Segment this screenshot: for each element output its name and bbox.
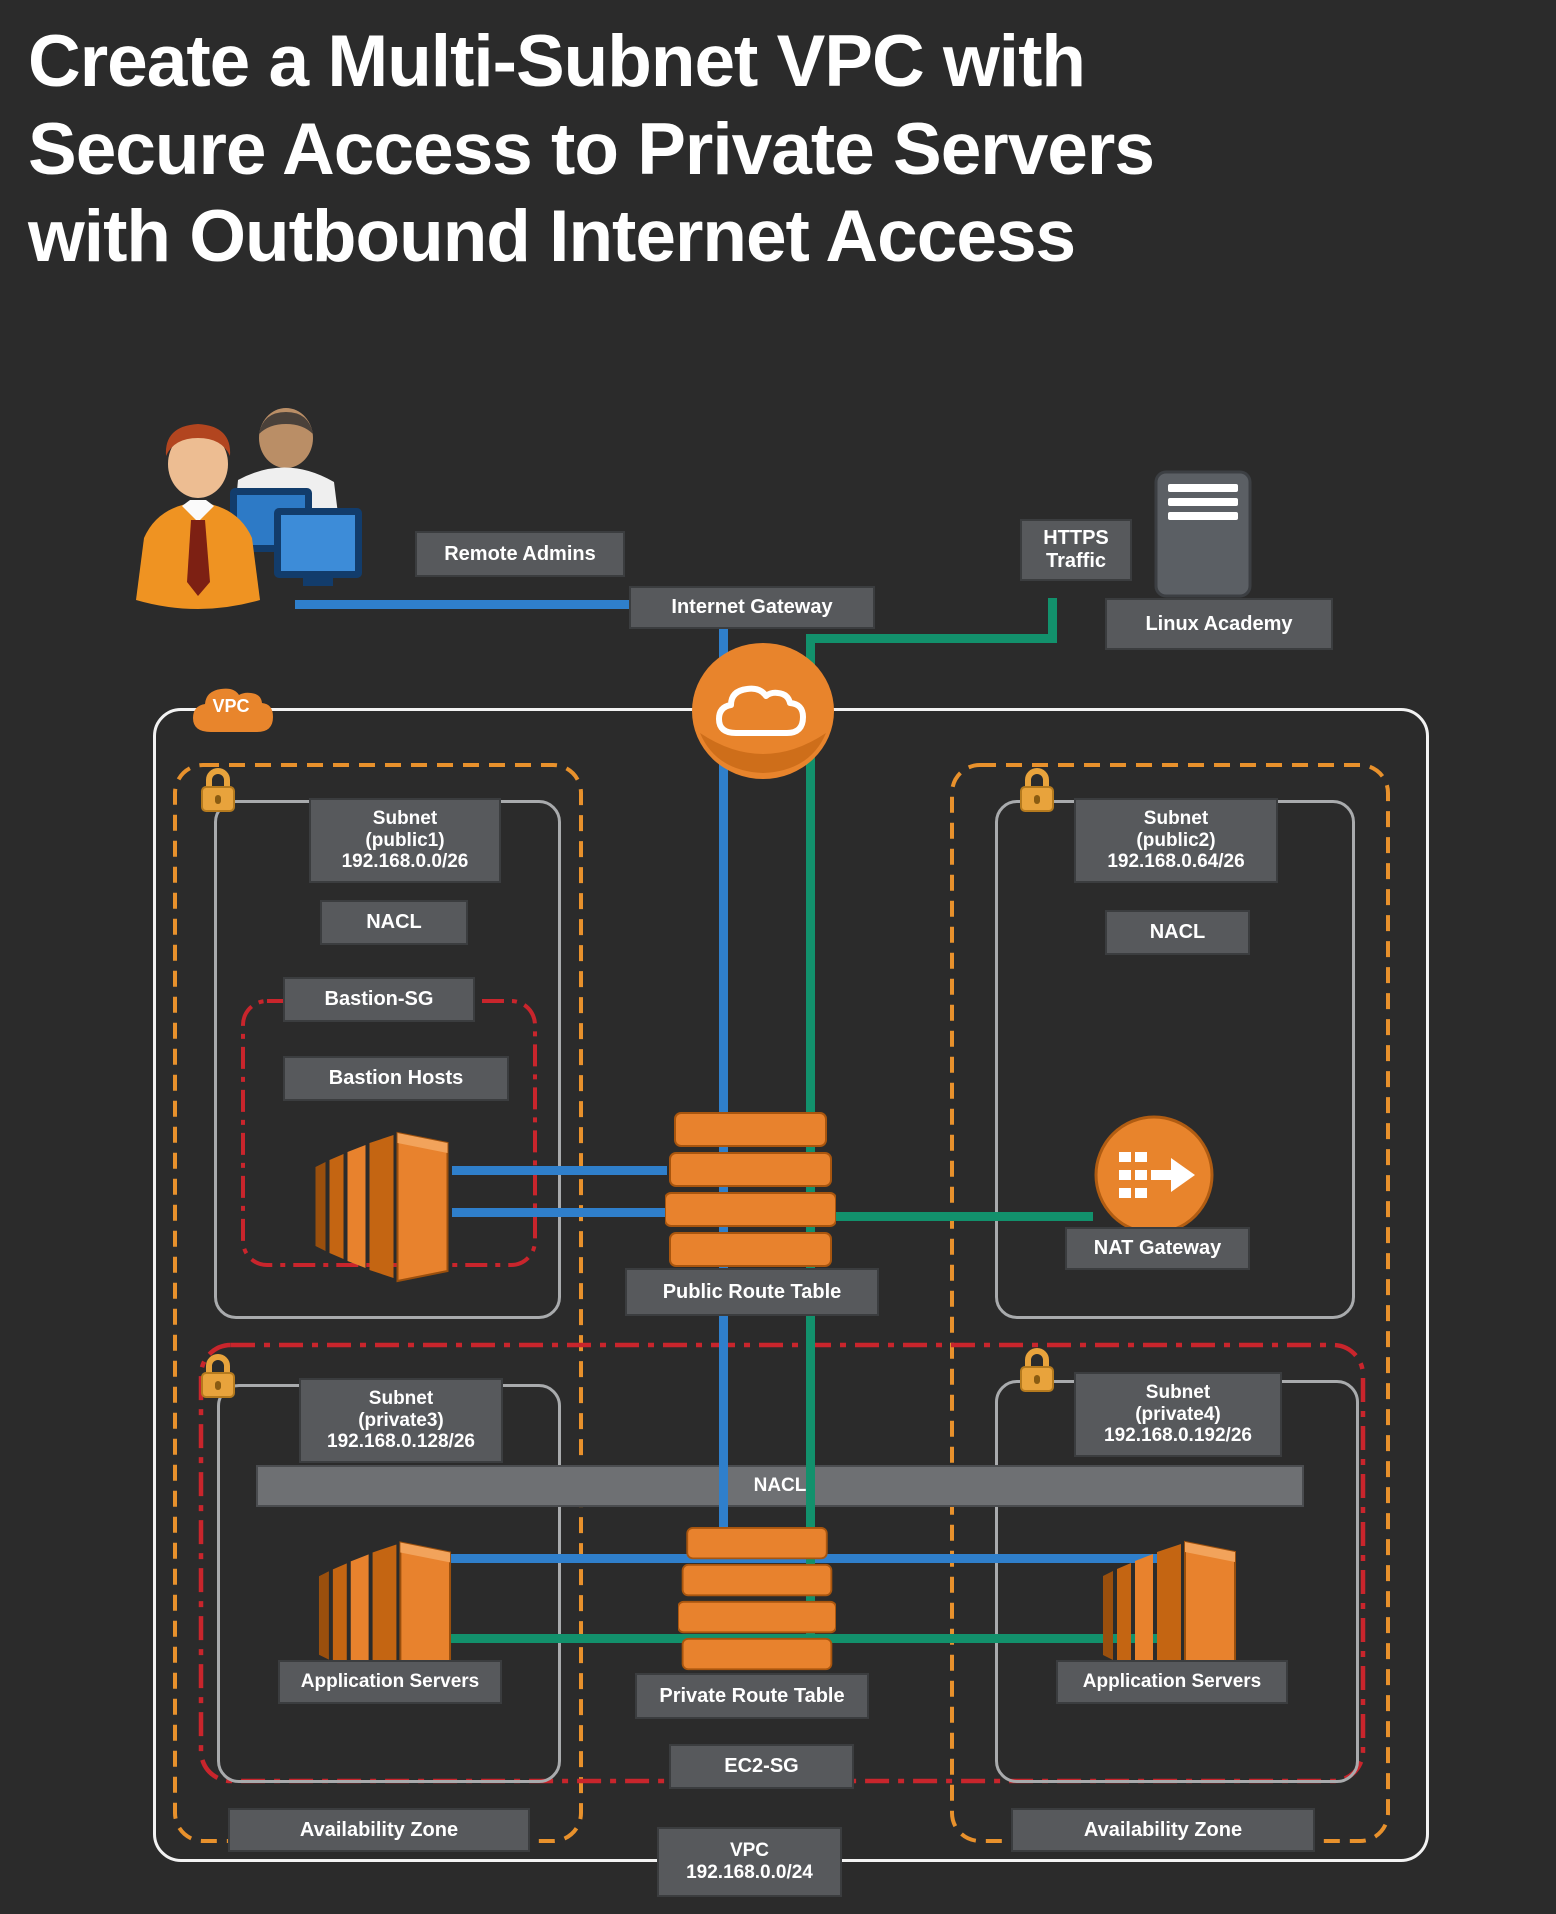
https-traffic-label: HTTPS Traffic: [1020, 519, 1132, 581]
availability-zone-left-text: Availability Zone: [299, 1818, 459, 1841]
title-line-2: Secure Access to Private Servers: [28, 108, 1155, 190]
bastion-traffic-line-upper: [452, 1166, 667, 1175]
subnet-public2-line1: Subnet: [1143, 807, 1209, 829]
bastion-hosts-label: Bastion Hosts: [283, 1056, 509, 1101]
lock-icon-public1: [199, 766, 237, 814]
linux-academy-label: Linux Academy: [1105, 598, 1333, 650]
subnet-public1-line2: (public1): [365, 829, 445, 851]
vpc-badge-cloud-icon: [193, 688, 273, 732]
subnet-private4-line1: Subnet: [1145, 1381, 1211, 1403]
internet-gateway-label: Internet Gateway: [629, 586, 875, 629]
private-route-table-icon: [678, 1520, 836, 1679]
subnet-private3-label: Subnet (private3) 192.168.0.128/26: [299, 1378, 503, 1463]
nat-gateway-label: NAT Gateway: [1065, 1227, 1250, 1270]
public-route-table-text: Public Route Table: [662, 1280, 842, 1303]
public-route-table-icon: [665, 1111, 836, 1270]
title-line-1: Create a Multi-Subnet VPC with: [28, 21, 1086, 102]
admin-traffic-line-vertical: [719, 604, 728, 1560]
page-title: Create a Multi-Subnet VPC with Secure Ac…: [28, 18, 1528, 281]
nacl-public1-label: NACL: [320, 900, 468, 945]
subnet-private3-line2: (private3): [358, 1409, 444, 1431]
nacl-public2-text: NACL: [1149, 921, 1206, 943]
ec2-sg-label: EC2-SG: [669, 1744, 854, 1789]
nat-gateway-traffic-line: [836, 1212, 1093, 1221]
availability-zone-right-text: Availability Zone: [1083, 1818, 1243, 1841]
private-nacl-label: NACL: [753, 1475, 807, 1496]
availability-zone-left-label: Availability Zone: [228, 1808, 530, 1852]
title-line-3: with Outbound Internet Access: [28, 196, 1076, 278]
application-servers-left-label: Application Servers: [278, 1660, 502, 1704]
bastion-traffic-line-lower: [452, 1208, 667, 1217]
private-nacl-bar: NACL: [256, 1465, 1304, 1507]
nacl-public2-label: NACL: [1105, 910, 1250, 955]
private-route-table-label: Private Route Table: [635, 1673, 869, 1719]
subnet-public1-line1: Subnet: [372, 807, 438, 829]
vpc-footer-label: VPC 192.168.0.0/24: [657, 1827, 842, 1897]
bastion-sg-label: Bastion-SG: [283, 977, 475, 1022]
internet-gateway-text: Internet Gateway: [671, 596, 833, 618]
subnet-public2-line2: (public2): [1136, 829, 1216, 851]
linux-academy-text: Linux Academy: [1145, 612, 1293, 635]
vpc-footer-cidr: 192.168.0.0/24: [686, 1862, 813, 1883]
subnet-public2-cidr: 192.168.0.64/26: [1107, 851, 1245, 873]
vpc-cloud-badge: VPC: [189, 684, 273, 736]
nat-gateway-text: NAT Gateway: [1093, 1237, 1222, 1259]
remote-admins-text: Remote Admins: [444, 542, 596, 565]
subnet-public1-label: Subnet (public1) 192.168.0.0/26: [309, 798, 501, 883]
admin-traffic-line-horizontal: [295, 600, 727, 609]
ec2-sg-text: EC2-SG: [724, 1755, 799, 1777]
bastion-sg-text: Bastion-SG: [324, 988, 434, 1010]
linux-academy-server-icon: [1154, 470, 1252, 598]
subnet-private4-line2: (private4): [1135, 1403, 1221, 1425]
availability-zone-right-label: Availability Zone: [1011, 1808, 1315, 1852]
internet-gateway-cloud-icon: [690, 641, 836, 781]
https-traffic-line-top: [806, 634, 1057, 643]
vpc-badge-label: VPC: [212, 696, 250, 716]
bastion-hosts-text: Bastion Hosts: [328, 1067, 464, 1089]
application-servers-right-text: Application Servers: [1082, 1671, 1262, 1693]
https-traffic-line-academy-drop: [1048, 598, 1057, 643]
nat-gateway-icon: [1093, 1114, 1215, 1236]
subnet-private3-cidr: 192.168.0.128/26: [327, 1431, 475, 1453]
lock-icon-private3: [199, 1352, 237, 1400]
https-traffic-text-1: HTTPS: [1043, 527, 1109, 549]
subnet-private4-cidr: 192.168.0.192/26: [1104, 1425, 1252, 1447]
remote-admins-label: Remote Admins: [415, 531, 625, 577]
subnet-public2-label: Subnet (public2) 192.168.0.64/26: [1074, 798, 1278, 883]
vpc-footer-line1: VPC: [729, 1840, 770, 1862]
public-route-table-label: Public Route Table: [625, 1268, 879, 1316]
remote-admins-illustration: [118, 398, 383, 633]
nacl-public1-text: NACL: [366, 911, 422, 933]
private-route-table-text: Private Route Table: [659, 1684, 845, 1707]
bastion-hosts-icon: [311, 1123, 452, 1288]
application-servers-right-label: Application Servers: [1056, 1660, 1288, 1704]
subnet-private3-line1: Subnet: [368, 1387, 434, 1409]
https-traffic-text-2: Traffic: [1045, 550, 1107, 572]
lock-icon-public2: [1018, 766, 1056, 814]
subnet-public1-cidr: 192.168.0.0/26: [341, 851, 469, 873]
application-servers-left-text: Application Servers: [300, 1671, 480, 1693]
subnet-private4-label: Subnet (private4) 192.168.0.192/26: [1074, 1372, 1282, 1457]
lock-icon-private4: [1018, 1346, 1056, 1394]
